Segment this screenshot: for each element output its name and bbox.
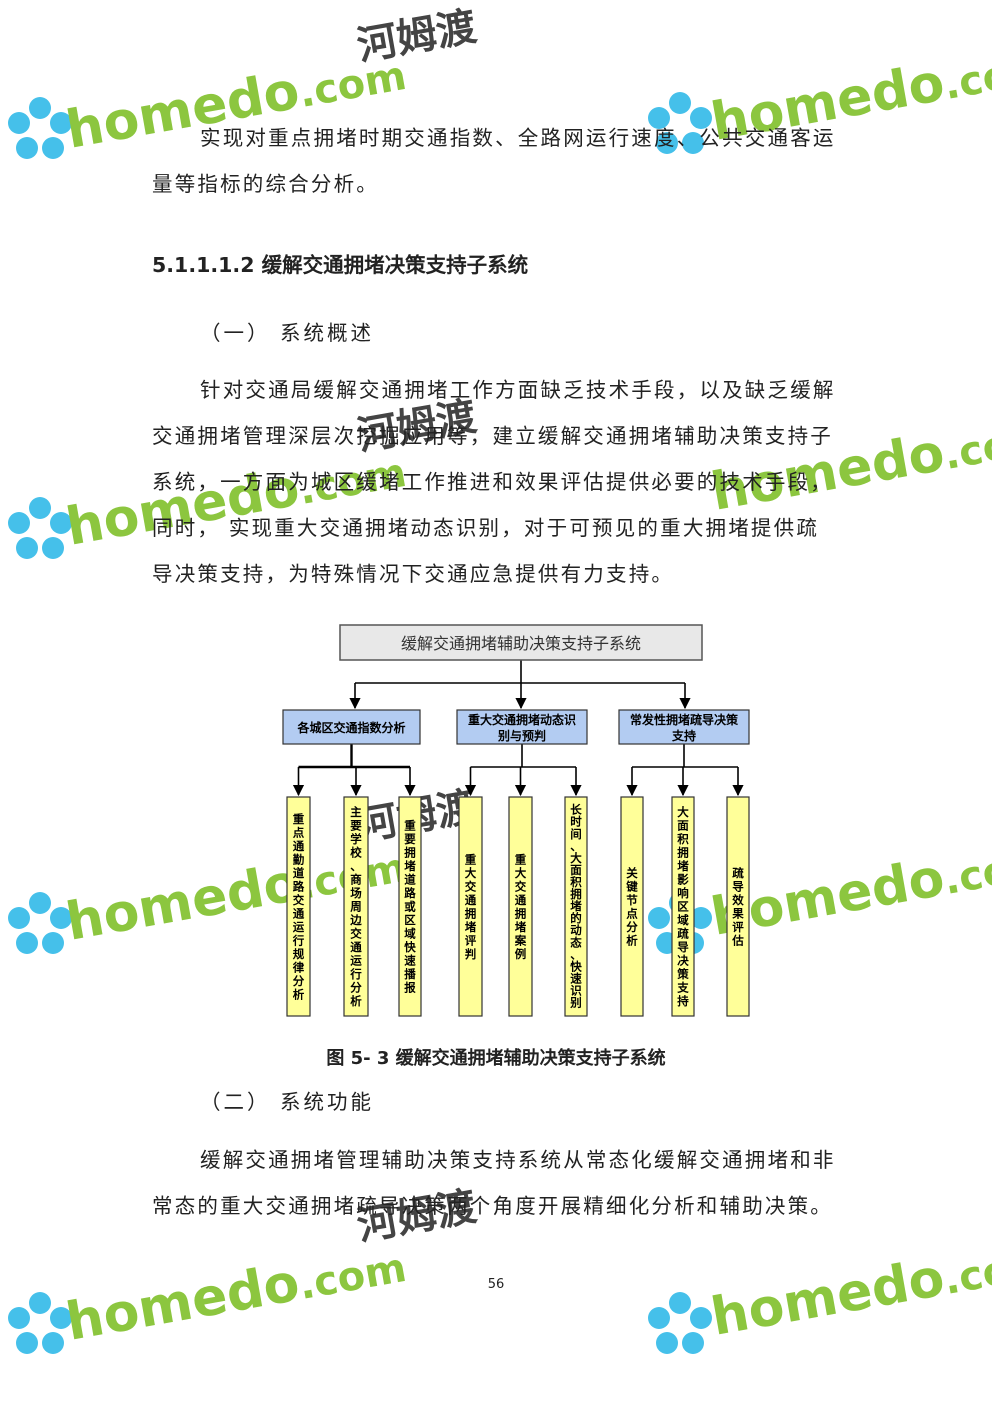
leaf-label: 关键节点分析 (625, 866, 638, 948)
paragraph-overview: 针对交通局缓解交通拥堵工作方面缺乏技术手段，以及缺乏缓解交通拥堵管理深层次挖掘应… (152, 378, 836, 586)
branch-label: 各城区交通指数分析 (296, 720, 405, 735)
leaf-box: 大面积拥堵影响区域疏导决策支持 (671, 796, 695, 1017)
leaf-label: 重大交通拥堵案例 (514, 852, 527, 961)
leaf-label: 重大交通拥堵评判 (465, 852, 477, 961)
leaf-box: 主要学校、商场周边交通运行分析 (343, 796, 369, 1017)
leaf-box: 重要拥堵道路或区域快速播报 (398, 796, 422, 1017)
leaf-label: 大面积拥堵影响区域疏导决策支持 (676, 805, 689, 1008)
subsection-functions: （二） 系统功能 (200, 1090, 375, 1114)
leaf-box: 关键节点分析 (620, 796, 644, 1017)
branch-box (618, 709, 750, 745)
leaf-box: 长时间、大面积拥堵的动态、快速识别 (564, 796, 588, 1017)
page-number: 56 (487, 1277, 505, 1292)
branch-box (456, 709, 588, 745)
leaf-label: 主要学校、商场周边交通运行分析 (349, 805, 362, 1008)
branch-label-line1: 重大交通拥堵动态识 (468, 712, 576, 727)
leaf-label: 疏导效果评估 (731, 866, 744, 948)
root-box (339, 624, 703, 661)
leaf-box: 重大交通拥堵案例 (508, 796, 533, 1017)
subsection-overview: （一） 系统概述 (200, 321, 375, 345)
figure-caption: 图 5- 3 缓解交通拥堵辅助决策支持子系统 (326, 1048, 666, 1069)
branch-label-line2: 支持 (671, 728, 696, 743)
branch-label-line2: 别与预判 (497, 728, 546, 743)
leaf-label: 重点通勤道路交通运行规律分析 (292, 812, 305, 1002)
paragraph-functions: 缓解交通拥堵管理辅助决策支持系统从常态化缓解交通拥堵和非常态的重大交通拥堵疏导决… (152, 1148, 836, 1218)
section-heading: 5.1.1.1.2 缓解交通拥堵决策支持子系统 (152, 253, 529, 277)
branch-box (282, 709, 421, 745)
leaf-box: 重大交通拥堵评判 (458, 796, 483, 1017)
leaf-box: 疏导效果评估 (726, 796, 750, 1017)
root-label: 缓解交通拥堵辅助决策支持子系统 (401, 634, 641, 653)
leaf-label: 长时间、大面积拥堵的动态、快速识别 (569, 803, 582, 1010)
paragraph-traffic-analysis: 实现对重点拥堵时期交通指数、全路网运行速度、公共交通客运量等指标的综合分析。 (152, 126, 836, 196)
diagram-connectors (292, 660, 744, 797)
branch-label-line1: 常发性拥堵疏导决策 (630, 712, 739, 727)
leaf-label: 重要拥堵道路或区域快速播报 (403, 819, 416, 995)
leaf-box: 重点通勤道路交通运行规律分析 (286, 796, 311, 1017)
